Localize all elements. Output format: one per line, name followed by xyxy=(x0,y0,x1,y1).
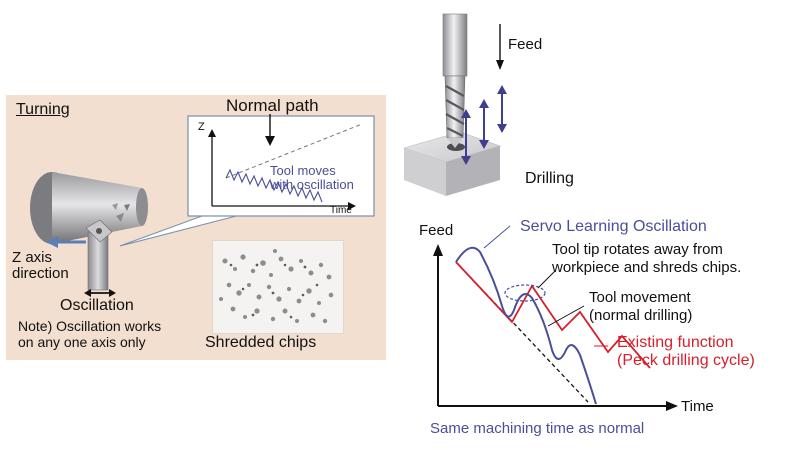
chips-photo xyxy=(212,240,344,334)
chip-mark xyxy=(116,213,124,222)
tip-highlight-ellipse xyxy=(504,284,546,302)
note-line1: Note) Oscillation works xyxy=(18,318,162,334)
tip-label: Tool tip rotates away from workpiece and… xyxy=(552,241,741,277)
turning-title: Turning xyxy=(16,101,70,118)
inset-time-label: Time xyxy=(330,205,352,216)
existing-line2: (Peck drilling cycle) xyxy=(617,352,755,369)
graph-y-arrowhead xyxy=(433,244,443,256)
note-text: Note) Oscillation works on any one axis … xyxy=(18,318,161,350)
inset-y-arrowhead xyxy=(208,129,216,137)
tool-moves-line1: Tool moves xyxy=(270,163,336,178)
note-line2: on any one axis only xyxy=(18,334,146,350)
chips-scatter xyxy=(219,249,334,324)
drilling-title: Drilling xyxy=(525,170,574,187)
oscillating-path xyxy=(225,168,323,203)
graph-feed-label: Feed xyxy=(419,222,454,239)
movement-leader xyxy=(547,305,585,327)
servo-oscillation-curve xyxy=(455,246,597,405)
z-axis-line2: direction xyxy=(12,265,69,282)
workpiece-shape xyxy=(30,172,148,244)
tip-line1: Tool tip rotates away from xyxy=(552,241,723,258)
chip-mark xyxy=(112,203,118,210)
normal-path-line xyxy=(225,123,363,179)
movement-line2: (normal drilling) xyxy=(589,307,693,324)
z-axis-line1: Z axis xyxy=(12,249,53,266)
tip-line2: workpiece and shreds chips. xyxy=(552,259,742,276)
peck-drilling-curve xyxy=(455,261,651,369)
chip-mark xyxy=(124,204,130,211)
movement-label: Tool movement (normal drilling) xyxy=(589,289,692,325)
servo-label: Servo Learning Oscillation xyxy=(520,218,707,235)
workpiece-block xyxy=(402,131,501,196)
inset-x-arrowhead xyxy=(348,202,356,210)
existing-line1: Existing function xyxy=(617,334,734,351)
normal-path-label: Normal path xyxy=(226,96,319,115)
tool-holder-shape xyxy=(85,219,113,291)
drill-oscillation-arrows xyxy=(461,85,507,165)
servo-leader xyxy=(483,225,511,249)
drill-feed-label: Feed xyxy=(508,36,543,53)
z-axis-arrowhead xyxy=(46,236,58,248)
movement-line1: Tool movement xyxy=(589,289,691,306)
graph-x-arrowhead xyxy=(666,401,678,411)
bottom-caption: Same machining time as normal xyxy=(430,420,645,437)
tip-leader xyxy=(537,269,557,289)
z-axis-label: Z axis direction xyxy=(12,250,69,282)
oscillation-label: Oscillation xyxy=(60,297,134,314)
existing-label: Existing function (Peck drilling cycle) xyxy=(617,334,755,370)
tool-moves-line2: with oscillation xyxy=(270,177,354,192)
chips-label: Shredded chips xyxy=(205,334,317,351)
inset-z-label: Z xyxy=(198,121,205,133)
graph-inset-box xyxy=(187,115,375,217)
drill-bit xyxy=(442,13,468,148)
tool-moves-label: Tool moves with oscillation xyxy=(270,164,354,192)
graph-time-label: Time xyxy=(681,398,714,415)
